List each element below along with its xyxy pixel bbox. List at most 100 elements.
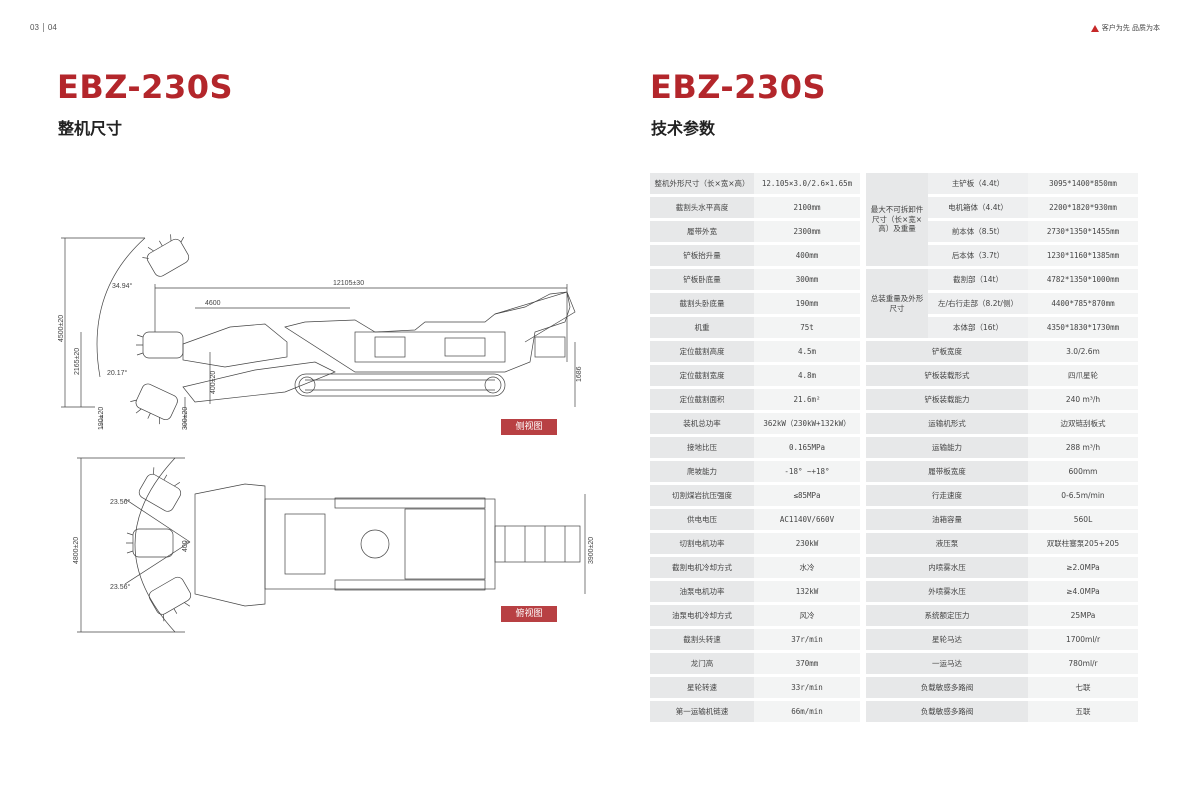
spec-label-2: 星轮马达 bbox=[866, 629, 1028, 650]
spec-label-2: 油箱容量 bbox=[866, 509, 1028, 530]
spec-value: 230kW bbox=[754, 533, 860, 554]
spec-sub-value: 2730*1350*1455mm bbox=[1028, 221, 1138, 242]
spec-value-2: 七联 bbox=[1028, 677, 1138, 698]
spec-value: 4.8m bbox=[754, 365, 860, 386]
table-row: 截割电机冷却方式水冷内喷雾水压≥2.0MPa bbox=[650, 557, 1138, 578]
page-divider bbox=[42, 23, 44, 33]
spec-value: 2300mm bbox=[754, 221, 860, 242]
group-label-assembly: 总装重量及外形尺寸 bbox=[866, 269, 928, 338]
spec-label: 装机总功率 bbox=[650, 413, 754, 434]
spec-label-2: 行走速度 bbox=[866, 485, 1028, 506]
spec-sub-value: 4400*785*870mm bbox=[1028, 293, 1138, 314]
spec-label: 截割头转速 bbox=[650, 629, 754, 650]
spec-label-2: 铲板装载能力 bbox=[866, 389, 1028, 410]
spec-label: 截割电机冷却方式 bbox=[650, 557, 754, 578]
dim-h1686: 1686 bbox=[576, 366, 583, 382]
spec-value-2: ≥4.0MPa bbox=[1028, 581, 1138, 602]
right-model-title: EBZ-230S bbox=[650, 68, 827, 106]
table-row: 整机外形尺寸（长×宽×高） 12.105×3.0/2.6×1.65m 最大不可拆… bbox=[650, 173, 1138, 266]
dim-h190: 190±20 bbox=[98, 407, 105, 430]
spec-label-2: 负载敏感多路阀 bbox=[866, 701, 1028, 722]
dim-width-total: 4800±20 bbox=[73, 537, 80, 564]
spec-label-2: 系统额定压力 bbox=[866, 605, 1028, 626]
spec-value-2: 五联 bbox=[1028, 701, 1138, 722]
spec-value: 400mm bbox=[754, 245, 860, 266]
spec-sub-value: 4350*1830*1730mm bbox=[1028, 317, 1138, 338]
side-view-drawing: 34.94° 12105±30 4600 20.17° 4500±20 2165… bbox=[58, 234, 583, 430]
spec-label-2: 履带板宽度 bbox=[866, 461, 1028, 482]
spec-label: 油泵电机冷却方式 bbox=[650, 605, 754, 626]
dim-w400: 400 bbox=[182, 540, 189, 552]
slogan-text: 客户为先 品质为本 bbox=[1101, 24, 1160, 32]
spec-sub-label: 电机箱体（4.4t） bbox=[928, 197, 1028, 218]
spec-value-2: ≥2.0MPa bbox=[1028, 557, 1138, 578]
spec-label-2: 运输机形式 bbox=[866, 413, 1028, 434]
spec-label: 截割头水平高度 bbox=[650, 197, 754, 218]
spec-sub-label: 前本体（8.5t） bbox=[928, 221, 1028, 242]
spec-value: -18° ~+18° bbox=[754, 461, 860, 482]
spec-sub-value: 3095*1400*850mm bbox=[1028, 173, 1138, 194]
spec-table: 整机外形尺寸（长×宽×高） 12.105×3.0/2.6×1.65m 最大不可拆… bbox=[650, 170, 1138, 725]
spec-label: 铲板卧底量 bbox=[650, 269, 754, 290]
spec-sub-label: 后本体（3.7t） bbox=[928, 245, 1028, 266]
dim-boom: 4600 bbox=[205, 300, 221, 307]
dim-angle-top: 34.94° bbox=[112, 282, 133, 290]
spec-value: 21.6m² bbox=[754, 389, 860, 410]
dim-angle-tv1: 23.56° bbox=[110, 498, 131, 506]
spec-label-2: 铲板装载形式 bbox=[866, 365, 1028, 386]
spec-value: 300mm bbox=[754, 269, 860, 290]
spec-value-2: 600mm bbox=[1028, 461, 1138, 482]
spec-value-2: 780ml/r bbox=[1028, 653, 1138, 674]
dim-angle-tv2: 23.56° bbox=[110, 583, 131, 591]
spec-sub-label: 主铲板（4.4t） bbox=[928, 173, 1028, 194]
spec-sub-label: 本体部（16t） bbox=[928, 317, 1028, 338]
spec-value: 66m/min bbox=[754, 701, 860, 722]
spec-value: 2100mm bbox=[754, 197, 860, 218]
spec-value-2: 25MPa bbox=[1028, 605, 1138, 626]
dim-height-mid: 2165±20 bbox=[74, 348, 81, 375]
spec-label: 龙门高 bbox=[650, 653, 754, 674]
left-model-title: EBZ-230S bbox=[57, 68, 234, 106]
spec-label: 整机外形尺寸（长×宽×高） bbox=[650, 173, 754, 194]
spec-value: 190mm bbox=[754, 293, 860, 314]
spec-value-2: 0-6.5m/min bbox=[1028, 485, 1138, 506]
page-number-left: 03 bbox=[30, 23, 39, 32]
dim-h400: 400±20 bbox=[210, 371, 217, 394]
spec-label: 油泵电机功率 bbox=[650, 581, 754, 602]
spec-label: 切割电机功率 bbox=[650, 533, 754, 554]
spec-value: 33r/min bbox=[754, 677, 860, 698]
spec-value: 370mm bbox=[754, 653, 860, 674]
spec-label-2: 负载敏感多路阀 bbox=[866, 677, 1028, 698]
spec-value-2: 560L bbox=[1028, 509, 1138, 530]
side-view-label: 侧视图 bbox=[501, 419, 557, 435]
table-row: 机重 75t 本体部（16t） 4350*1830*1730mm bbox=[650, 317, 1138, 338]
spec-value: 风冷 bbox=[754, 605, 860, 626]
top-view-drawing: 23.56° 23.56° 4800±20 400 3900±20 bbox=[73, 457, 595, 633]
spec-label-2: 一运马达 bbox=[866, 653, 1028, 674]
dim-w3900: 3900±20 bbox=[588, 537, 595, 564]
spec-value-2: 240 m³/h bbox=[1028, 389, 1138, 410]
spec-label: 定位截割面积 bbox=[650, 389, 754, 410]
spec-label: 定位截割宽度 bbox=[650, 365, 754, 386]
spec-value: 水冷 bbox=[754, 557, 860, 578]
table-row: 铲板卧底量 300mm 总装重量及外形尺寸 截割部（14t） 4782*1350… bbox=[650, 269, 1138, 338]
dim-angle-low: 20.17° bbox=[107, 369, 128, 377]
spec-value-2: 288 m³/h bbox=[1028, 437, 1138, 458]
spec-value-2: 双联柱塞泵205+205 bbox=[1028, 533, 1138, 554]
spec-label: 第一运输机链速 bbox=[650, 701, 754, 722]
spec-value: 75t bbox=[754, 317, 860, 338]
spec-label: 机重 bbox=[650, 317, 754, 338]
spec-label-2: 铲板宽度 bbox=[866, 341, 1028, 362]
group-label-parts: 最大不可拆卸件尺寸（长×宽×高）及重量 bbox=[866, 173, 928, 266]
spec-value: 132kW bbox=[754, 581, 860, 602]
right-subtitle: 技术参数 bbox=[651, 119, 716, 138]
